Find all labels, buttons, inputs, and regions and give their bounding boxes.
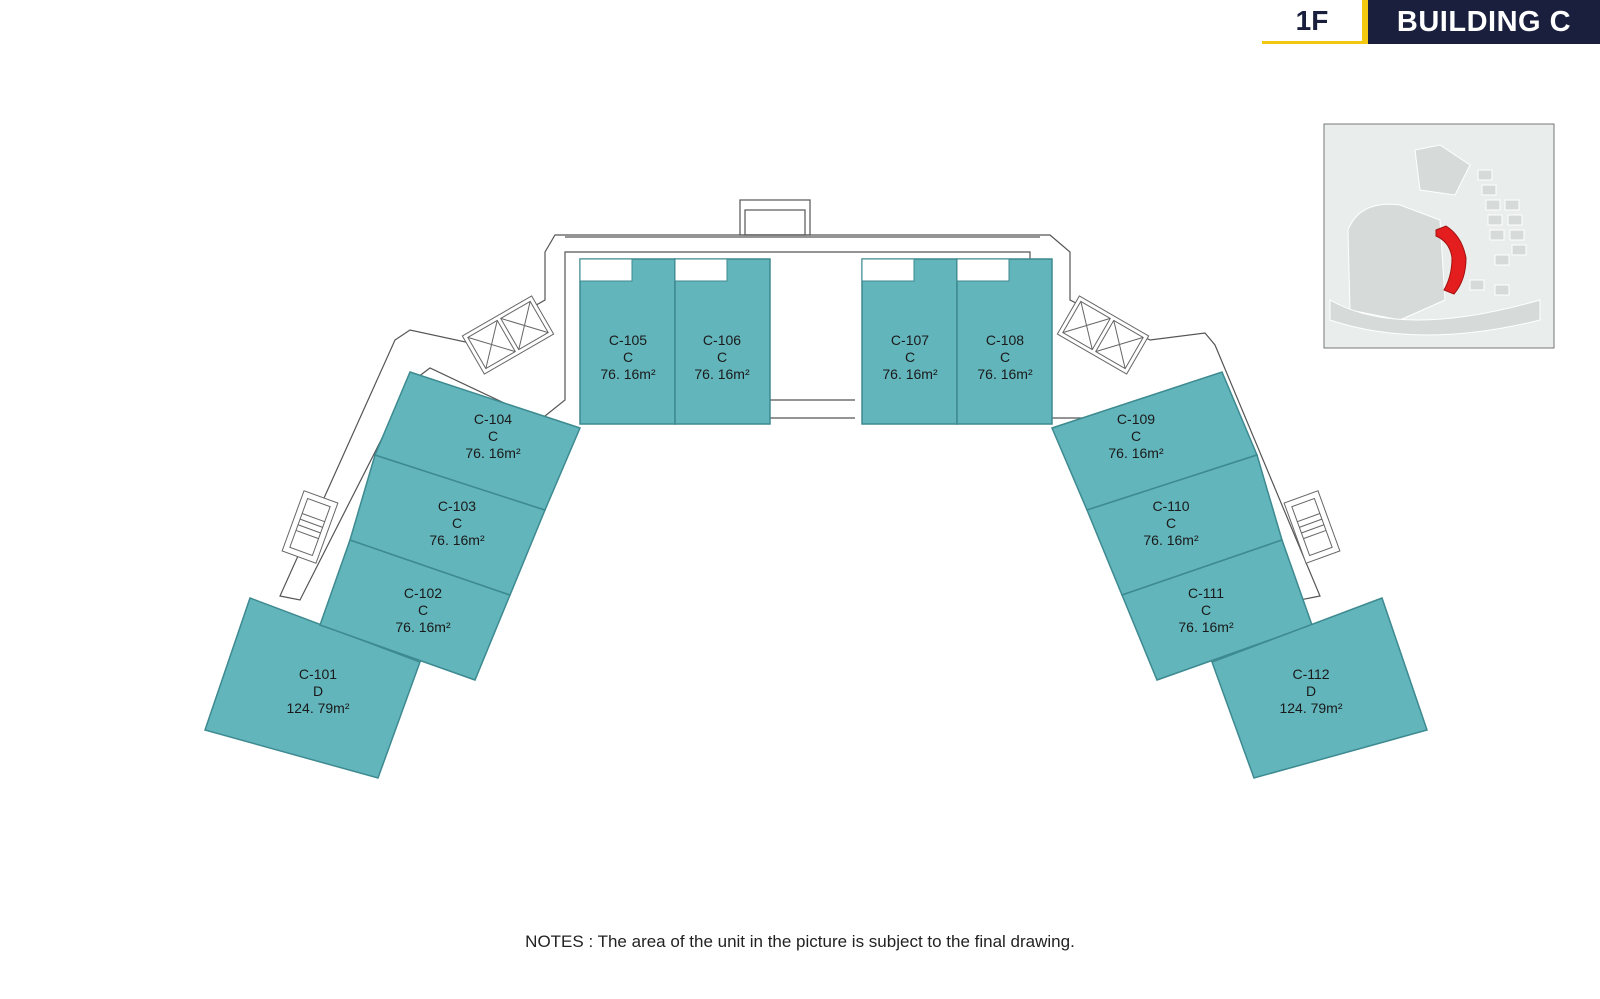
unit-c-112[interactable] <box>1211 597 1428 779</box>
unit-type-label: C <box>418 602 428 618</box>
unit-type-label: C <box>905 349 915 365</box>
unit-c-105[interactable] <box>579 258 676 425</box>
unit-type-label: C <box>1131 428 1141 444</box>
unit-area-label: 76. 16m² <box>395 619 451 635</box>
unit-id-label: C-106 <box>703 332 741 348</box>
unit-id-label: C-110 <box>1152 498 1189 514</box>
unit-id-label: C-111 <box>1188 585 1224 601</box>
unit-id-label: C-102 <box>404 585 442 601</box>
unit-area-label: 124. 79m² <box>1279 700 1342 716</box>
unit-area-label: 76. 16m² <box>465 445 521 461</box>
unit-id-label: C-109 <box>1117 411 1155 427</box>
unit-entries <box>579 258 1010 282</box>
stair-elevator-cores <box>281 295 1341 564</box>
unit-area-label: 76. 16m² <box>429 532 485 548</box>
unit-type-label: C <box>1000 349 1010 365</box>
building-label: BUILDING C <box>1368 0 1600 44</box>
unit-area-label: 76. 16m² <box>882 366 938 382</box>
unit-c-106[interactable] <box>674 258 771 425</box>
unit-id-label: C-108 <box>986 332 1024 348</box>
unit-id-label: C-107 <box>891 332 929 348</box>
units <box>204 258 1428 779</box>
notes-text: NOTES : The area of the unit in the pict… <box>525 932 1075 951</box>
unit-id-label: C-103 <box>438 498 476 514</box>
unit-type-label: C <box>717 349 727 365</box>
unit-c-107[interactable] <box>861 258 958 425</box>
unit-type-label: C <box>452 515 462 531</box>
unit-area-label: 76. 16m² <box>977 366 1033 382</box>
unit-type-label: D <box>313 683 323 699</box>
unit-area-label: 76. 16m² <box>600 366 656 382</box>
unit-type-label: C <box>623 349 633 365</box>
unit-type-label: D <box>1306 683 1316 699</box>
unit-type-label: C <box>1201 602 1211 618</box>
header-separator <box>1362 0 1368 44</box>
unit-area-label: 76. 16m² <box>1143 532 1199 548</box>
floor-label: 1F <box>1262 0 1362 44</box>
unit-area-label: 76. 16m² <box>1178 619 1234 635</box>
unit-area-label: 124. 79m² <box>286 700 349 716</box>
unit-c-104[interactable] <box>373 371 582 511</box>
unit-area-label: 76. 16m² <box>1108 445 1164 461</box>
unit-area-label: 76. 16m² <box>694 366 750 382</box>
site-key-map <box>1323 123 1555 349</box>
unit-type-label: C <box>488 428 498 444</box>
unit-id-label: C-101 <box>299 666 337 682</box>
unit-id-label: C-104 <box>474 411 512 427</box>
unit-type-label: C <box>1166 515 1176 531</box>
unit-id-label: C-112 <box>1292 666 1329 682</box>
unit-id-label: C-105 <box>609 332 647 348</box>
unit-c-108[interactable] <box>956 258 1053 425</box>
unit-labels: C-101 D 124. 79m² C-102 C 76. 16m² C-103… <box>286 332 1342 716</box>
building-c-marker <box>1435 225 1467 295</box>
